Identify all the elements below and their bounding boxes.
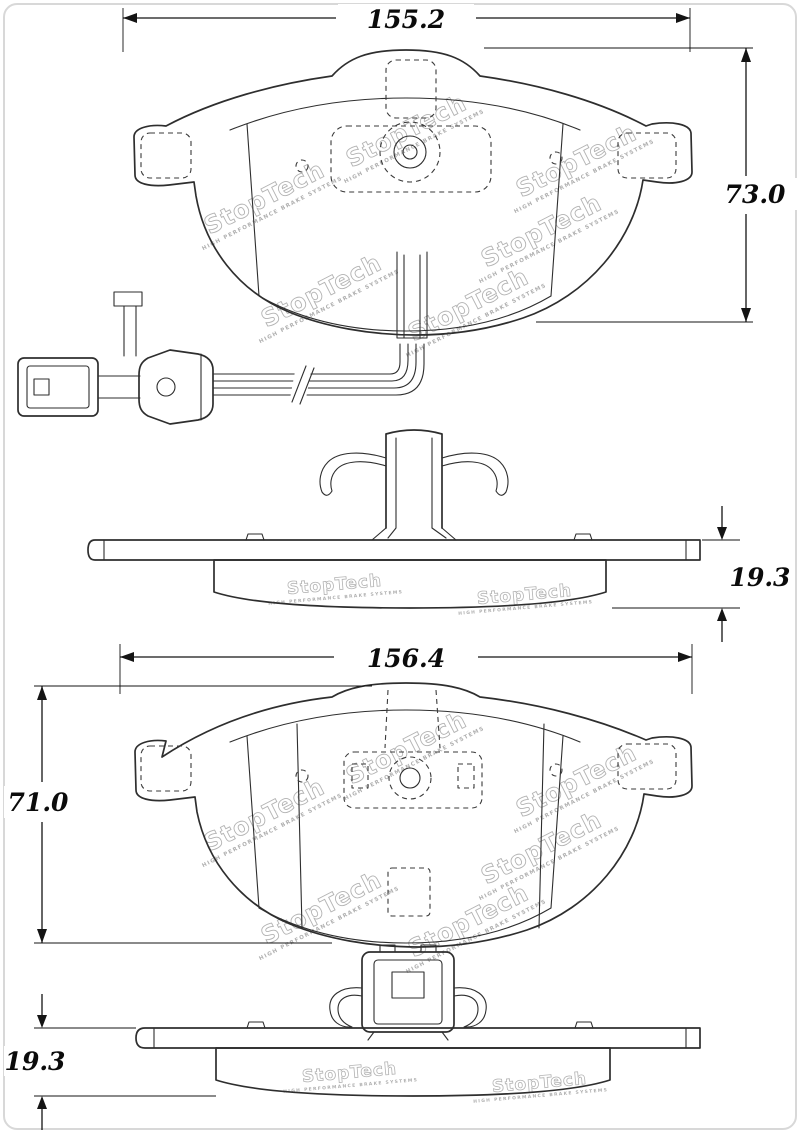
- dimension-label-pad1-thickness: 19.3: [730, 563, 791, 592]
- dimension-pad2-height: 71.0: [4, 685, 372, 944]
- pad-edge-view-2: [135, 1021, 701, 1097]
- dimension-pad1-width: 155.2: [122, 4, 691, 52]
- stoptech-watermark: StopTech HIGH PERFORMANCE BRAKE SYSTEMS: [283, 1059, 418, 1095]
- dimension-pad1-height: 73.0: [484, 47, 798, 323]
- sensor-connector: [17, 357, 99, 417]
- retaining-clip-2: [329, 944, 487, 1041]
- stoptech-watermark: StopTech HIGH PERFORMANCE BRAKE SYSTEMS: [403, 262, 548, 359]
- dimension-label-pad2-thickness: 19.3: [5, 1047, 66, 1076]
- stoptech-watermark: StopTech HIGH PERFORMANCE BRAKE SYSTEMS: [256, 865, 401, 962]
- dimension-label-pad2-width: 156.4: [367, 644, 445, 673]
- stoptech-watermark: StopTech HIGH PERFORMANCE BRAKE SYSTEMS: [199, 155, 344, 252]
- dimension-pad1-thickness: 19.3: [612, 506, 790, 642]
- stoptech-watermark: StopTech HIGH PERFORMANCE BRAKE SYSTEMS: [268, 571, 403, 607]
- dimension-label-pad2-height: 71.0: [8, 788, 69, 817]
- dimension-pad2-thickness: 19.3: [4, 994, 216, 1130]
- retaining-clip-1: [319, 429, 509, 541]
- pad-front-view-2: [134, 682, 693, 948]
- dimension-label-pad1-width: 155.2: [367, 5, 445, 34]
- sensor-bracket: [113, 291, 143, 307]
- stoptech-watermark: StopTech HIGH PERFORMANCE BRAKE SYSTEMS: [458, 581, 593, 617]
- dimension-pad2-width: 156.4: [119, 643, 693, 694]
- wire-break-symbol: [291, 365, 315, 405]
- sensor-grommet: [138, 349, 214, 425]
- dimension-label-pad1-height: 73.0: [725, 180, 786, 209]
- stoptech-watermark: StopTech HIGH PERFORMANCE BRAKE SYSTEMS: [341, 705, 486, 802]
- pad-front-view-1: [133, 49, 693, 339]
- wear-sensor: [17, 291, 425, 425]
- pad-edge-view-1: [87, 533, 701, 609]
